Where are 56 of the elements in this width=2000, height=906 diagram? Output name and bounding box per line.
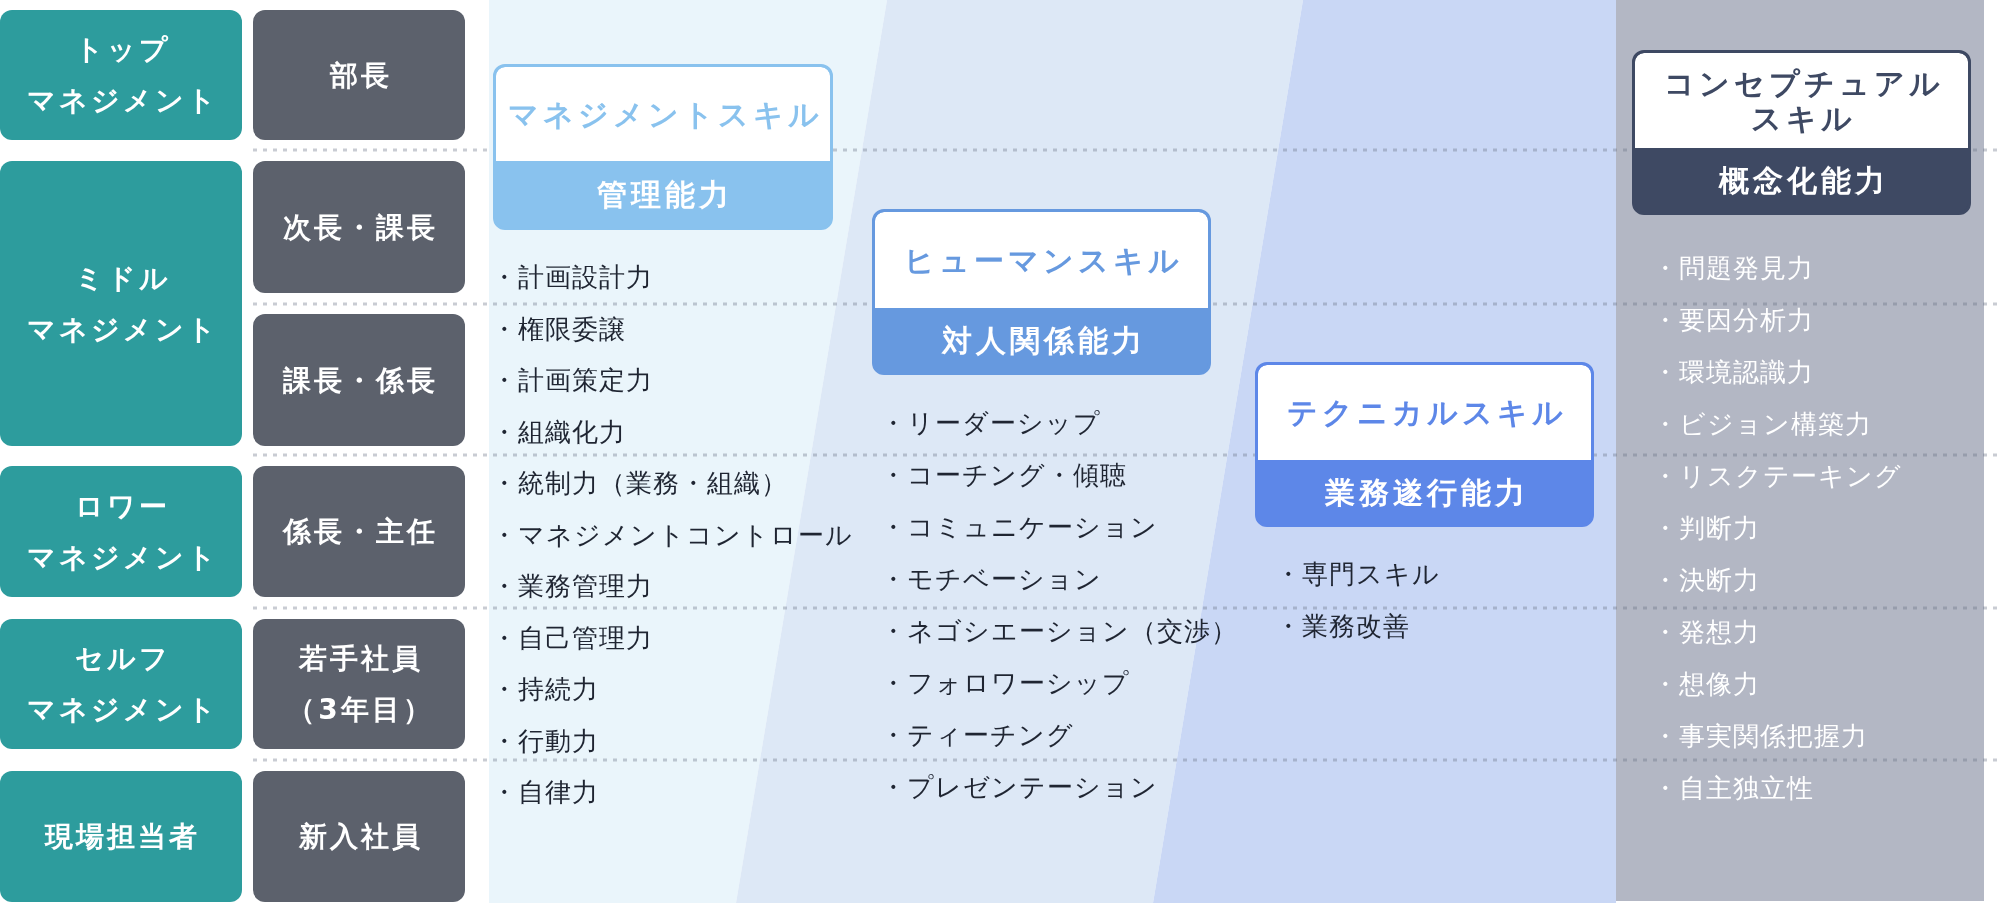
category-box: ミドルマネジメント <box>0 161 242 446</box>
skill-box <box>1255 362 1594 527</box>
list-item: ・業務改善 <box>1275 613 1410 639</box>
box-label: 業務遂行能力 <box>1323 473 1530 512</box>
list-item: ・問題発見力 <box>1652 255 1814 281</box>
list-item: ・持続力 <box>491 676 599 702</box>
list-item: ・専門スキル <box>1275 561 1440 587</box>
skill-box <box>493 64 833 230</box>
box-label: 管理能力 <box>596 175 734 214</box>
list-item: ・計画設計力 <box>491 264 653 290</box>
list-item: ・ティーチング <box>880 722 1074 748</box>
box-heading: コンセプチュアルスキル <box>1635 53 1968 148</box>
list-item: ・マネジメントコントロール <box>491 521 853 548</box>
box-heading: ヒューマンスキル <box>875 212 1208 308</box>
role-box: 部長 <box>253 10 465 140</box>
list-item: ・事実関係把握力 <box>1652 723 1868 749</box>
list-item: ・行動力 <box>491 727 599 754</box>
role-box: 係長・主任 <box>253 466 465 597</box>
list-item: ・リスクテーキング <box>1652 463 1902 489</box>
box-label: 対人関係能力 <box>940 321 1147 360</box>
list-item: ・決断力 <box>1652 567 1760 593</box>
list-item: ・発想力 <box>1652 619 1760 645</box>
list-item: ・モチベーション <box>880 566 1102 592</box>
list-item: ・自己管理力 <box>491 624 653 651</box>
category-box: トップマネジメント <box>0 10 242 140</box>
list-item: ・コーチング・傾聴 <box>880 462 1127 488</box>
list-item: ・計画策定力 <box>491 367 653 393</box>
list-item: ・ネゴシエーション（交渉） <box>880 618 1238 644</box>
list-item: ・権限委譲 <box>491 315 626 342</box>
list-item: ・フォロワーシップ <box>880 670 1130 696</box>
skill-box <box>872 209 1211 375</box>
box-heading: テクニカルスキル <box>1258 365 1591 460</box>
skill-box <box>1632 50 1971 215</box>
list-item: ・統制力（業務・組織） <box>491 470 788 496</box>
list-item: ・リーダーシップ <box>880 410 1101 436</box>
box-heading: マネジメントスキル <box>496 67 830 161</box>
category-box: ロワーマネジメント <box>0 466 242 597</box>
category-box: 現場担当者 <box>0 771 242 902</box>
list-item: ・プレゼンテーション <box>880 774 1158 800</box>
list-item: ・自律力 <box>491 779 599 805</box>
list-item: ・コミュニケーション <box>880 514 1158 540</box>
role-box: 課長・係長 <box>253 314 465 446</box>
list-item: ・判断力 <box>1652 515 1760 541</box>
list-item: ・環境認識力 <box>1652 359 1814 385</box>
list-item: ・要因分析力 <box>1652 307 1814 333</box>
list-item: ・ビジョン構築力 <box>1652 411 1872 437</box>
category-box: セルフマネジメント <box>0 619 242 749</box>
role-box: 若手社員（3年目） <box>253 619 465 749</box>
role-box: 新入社員 <box>253 771 465 902</box>
list-item: ・自主独立性 <box>1652 775 1814 801</box>
box-label: 概念化能力 <box>1717 161 1890 200</box>
list-item: ・想像力 <box>1652 671 1760 697</box>
list-item: ・組織化力 <box>491 418 626 445</box>
role-box: 次長・課長 <box>253 161 465 293</box>
list-item: ・業務管理力 <box>491 573 653 599</box>
column-band <box>1616 0 1984 901</box>
